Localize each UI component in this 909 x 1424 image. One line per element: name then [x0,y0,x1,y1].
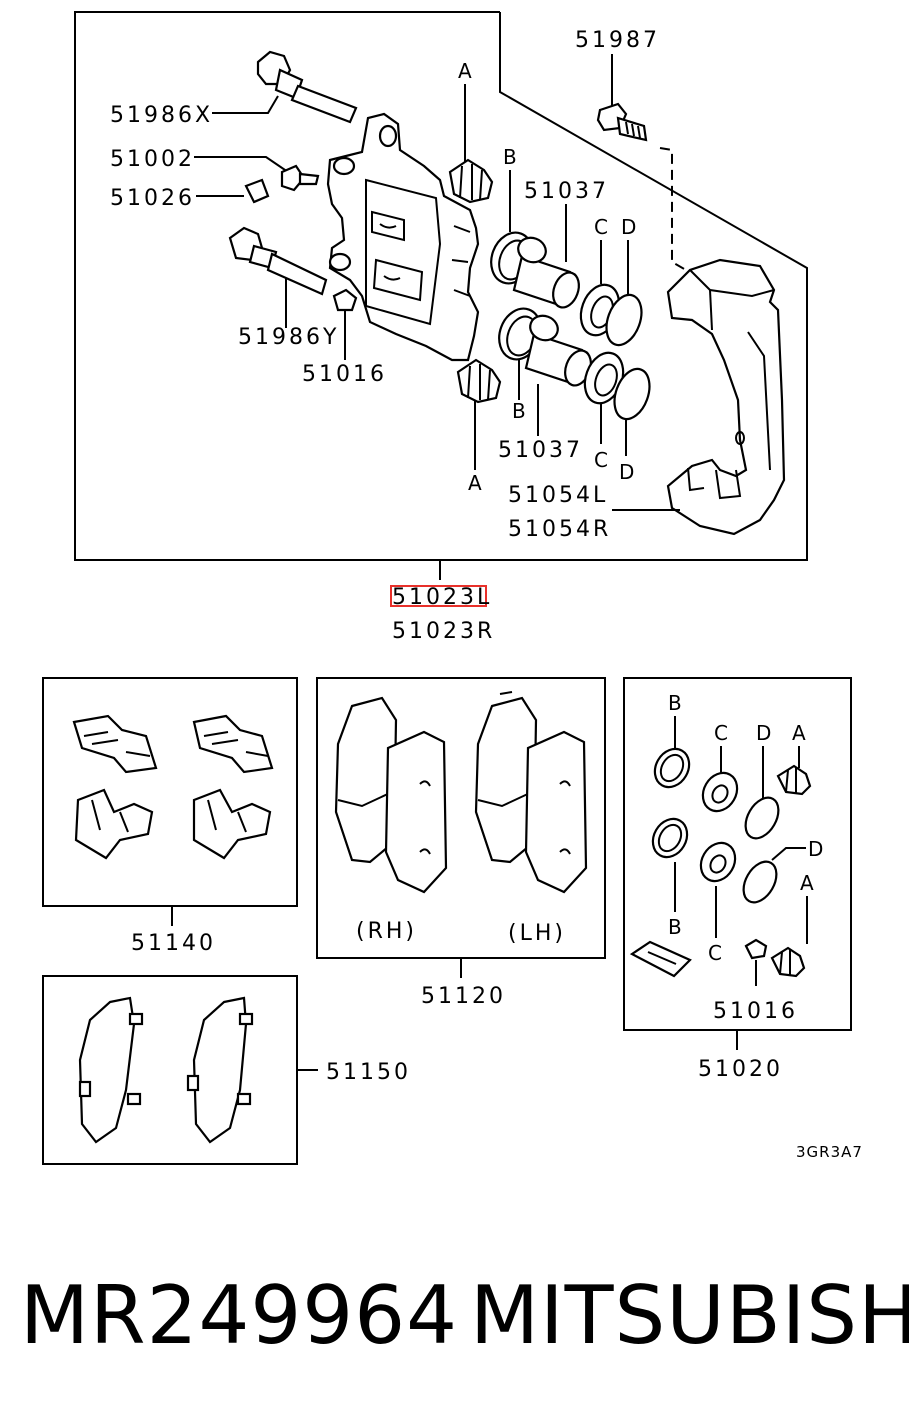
box-51140 [42,677,298,907]
ring-D-bottom-icon [613,367,651,421]
kit-ring-D-top-icon [744,796,780,840]
kit-seal-C-bottom-icon [699,841,737,883]
label-C-bottom[interactable]: C [594,448,609,472]
boot-A-top-icon [448,158,494,204]
ring-D-top-icon [605,293,643,347]
label-51140[interactable]: 51140 [131,931,216,956]
label-51016-kit[interactable]: 51016 [713,999,798,1024]
kit-ring-D-bottom-icon [742,860,778,904]
label-51054R[interactable]: 51054R [508,517,611,542]
label-51002[interactable]: 51002 [110,147,195,172]
caliper-body-icon [326,112,480,362]
kit-label-A-top[interactable]: A [792,721,807,745]
parts-diagram: 51023L 51023R 51987 51986X 51002 51026 [42,11,863,1165]
kit-seal-C-top-icon [701,771,739,813]
leader-51987-dash [659,147,687,271]
boot-A-bottom-icon [456,358,502,404]
brand-name: MITSUBISHI [470,1269,909,1362]
label-51020[interactable]: 51020 [698,1057,783,1082]
kit-label-D-bottom[interactable]: D [808,837,824,861]
label-51120[interactable]: 51120 [421,984,506,1009]
label-C-top[interactable]: C [594,215,609,239]
kit-label-C-top[interactable]: C [714,721,729,745]
label-51016-main[interactable]: 51016 [302,362,387,387]
kit-sleeve-51016-icon [744,938,768,960]
label-A-bottom[interactable]: A [468,471,483,495]
label-rh[interactable]: (RH) [356,919,417,944]
kit-boot-A-bottom-icon [770,946,806,978]
selected-part-highlight[interactable] [390,585,487,607]
assembly-frame [74,11,808,561]
label-A-top[interactable]: A [458,59,473,83]
brake-pads-lh-icon [474,691,588,894]
guide-pin-51986Y-icon [228,226,328,296]
guide-pin-51986X-icon [256,50,358,124]
label-51986Y[interactable]: 51986Y [238,325,339,350]
kit-label-C-bottom[interactable]: C [708,941,723,965]
label-51023L[interactable]: 51023L [392,585,492,610]
leader-51986X [212,95,279,114]
kit-seal-C-top-inner [711,784,729,804]
clip-set-icon [72,714,274,860]
piston-51037-top-icon [512,236,580,309]
kit-label-A-bottom[interactable]: A [800,871,815,895]
label-51986X[interactable]: 51986X [110,103,213,128]
label-D-bottom[interactable]: D [619,460,635,484]
label-D-top[interactable]: D [621,215,637,239]
shims-icon [78,996,254,1144]
kit-boot-A-top-icon [776,764,812,796]
caliper-support-icon [666,258,786,536]
kit-label-D-top[interactable]: D [756,721,772,745]
kit-leader-D-bottom [771,847,806,861]
piston-51037-bottom-icon [524,314,592,387]
bolt-51987-icon [596,102,648,142]
kit-seal-B-top-inner [659,753,685,783]
label-lh[interactable]: (LH) [508,921,566,946]
label-51037-top[interactable]: 51037 [524,179,609,204]
kit-label-B-bottom[interactable]: B [668,915,683,939]
brake-pads-rh-icon [334,696,448,894]
diagram-code: 3GR3A7 [796,1143,863,1161]
kit-seal-C-bottom-inner [709,854,727,874]
label-51987[interactable]: 51987 [575,28,660,53]
label-51150[interactable]: 51150 [326,1060,411,1085]
kit-seal-B-top-icon [653,747,691,789]
label-51054L[interactable]: 51054L [508,483,608,508]
part-number: MR249964 [20,1269,458,1362]
cap-51026-icon [244,178,270,204]
label-51023R[interactable]: 51023R [392,619,495,644]
sleeve-51016-icon [332,288,358,312]
label-B-top[interactable]: B [503,145,518,169]
label-51037-bottom[interactable]: 51037 [498,438,583,463]
label-51026[interactable]: 51026 [110,186,195,211]
kit-label-B-top[interactable]: B [668,691,683,715]
kit-seal-B-bottom-icon [651,817,689,859]
label-B-bottom[interactable]: B [512,399,527,423]
grease-packet-icon [629,940,692,978]
kit-seal-B-bottom-inner [657,823,683,853]
leader-51002 [194,156,289,173]
footer: MR249964 MITSUBISHI [0,1268,909,1368]
bleeder-51002-icon [280,164,320,192]
